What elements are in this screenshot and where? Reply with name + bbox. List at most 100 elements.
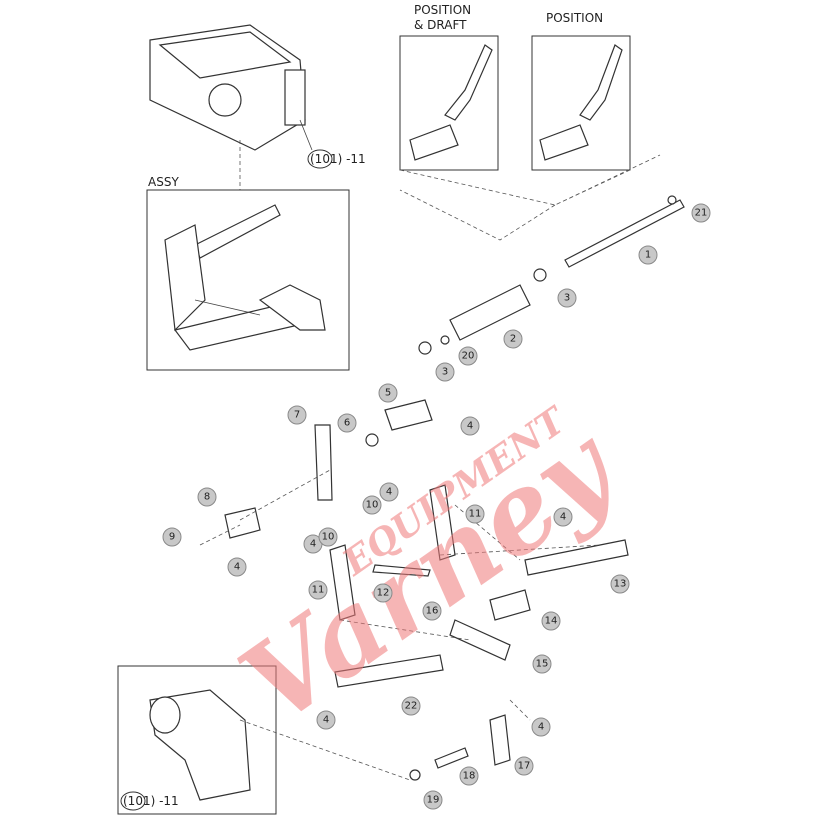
callout-circle: [362, 495, 382, 515]
callout-17: 17: [514, 756, 534, 776]
callout-1: 1: [638, 245, 658, 265]
callout-circle: [638, 245, 658, 265]
callout-number: 12: [377, 588, 390, 599]
position-draft-lever: [409, 44, 493, 161]
callout-number: 5: [385, 388, 391, 399]
callout-circle: [287, 405, 307, 425]
callout-4: 4: [460, 416, 480, 436]
callout-number: 4: [234, 562, 240, 573]
position-draft-label-1: POSITION: [414, 3, 471, 17]
callout-21: 21: [691, 203, 711, 223]
callout-circle: [373, 583, 393, 603]
callout-20: 20: [458, 346, 478, 366]
callout-number: 14: [545, 616, 558, 627]
svg-text:(101) -11: (101) -11: [310, 152, 366, 166]
callout-18: 18: [459, 766, 479, 786]
callout-circle: [458, 346, 478, 366]
callout-number: 13: [614, 579, 627, 590]
callout-11: 11: [465, 504, 485, 524]
callout-circle: [308, 580, 328, 600]
callout-7: 7: [287, 405, 307, 425]
callout-19: 19: [423, 790, 443, 810]
callout-number: 21: [695, 208, 708, 219]
callout-circle: [541, 611, 561, 631]
callout-circle: [423, 790, 443, 810]
callout-circle: [435, 362, 455, 382]
callout-number: 20: [462, 351, 475, 362]
callout-circle: [465, 504, 485, 524]
callout-number: 7: [294, 410, 300, 421]
callout-circle: [460, 416, 480, 436]
callout-number: 15: [536, 659, 549, 670]
shaft: [564, 199, 685, 268]
callout-circle: [401, 696, 421, 716]
callout-number: 4: [467, 421, 473, 432]
callout-number: 10: [366, 500, 379, 511]
position-label: POSITION: [546, 11, 603, 25]
callout-4: 4: [553, 507, 573, 527]
callout-circle: [197, 487, 217, 507]
callout-circle: [162, 527, 182, 547]
detail-box: [117, 665, 277, 815]
callout-number: 4: [386, 487, 392, 498]
position-box: [531, 35, 631, 171]
callout-2: 2: [503, 329, 523, 349]
callout-circle: [337, 413, 357, 433]
callout-circle: [610, 574, 630, 594]
callout-number: 22: [405, 701, 418, 712]
svg-text:(101) -11: (101) -11: [123, 794, 179, 808]
hydraulic-housing: [149, 24, 306, 151]
callout-number: 3: [442, 367, 448, 378]
callout-4: 4: [227, 557, 247, 577]
callout-16: 16: [422, 601, 442, 621]
callout-number: 4: [310, 539, 316, 550]
callout-circle: [553, 507, 573, 527]
callout-number: 2: [510, 334, 516, 345]
callout-number: 4: [538, 722, 544, 733]
callout-circle: [691, 203, 711, 223]
callout-circle: [503, 329, 523, 349]
assy-label: ASSY: [148, 175, 179, 189]
callout-4: 4: [316, 710, 336, 730]
callout-9: 9: [162, 527, 182, 547]
callout-circle: [379, 482, 399, 502]
callout-13: 13: [610, 574, 630, 594]
callout-circle: [459, 766, 479, 786]
ref-top: (101) -11: [307, 149, 366, 169]
callout-22: 22: [401, 696, 421, 716]
callout-10: 10: [362, 495, 382, 515]
position-draft-box: [399, 35, 499, 171]
assy-box: [146, 189, 350, 371]
callout-number: 8: [204, 492, 210, 503]
callout-circle: [227, 557, 247, 577]
callout-number: 16: [426, 606, 439, 617]
callout-number: 1: [645, 250, 651, 261]
sleeve: [449, 284, 531, 341]
callout-3: 3: [557, 288, 577, 308]
callout-4: 4: [379, 482, 399, 502]
callout-number: 4: [323, 715, 329, 726]
callout-number: 17: [518, 761, 531, 772]
assy-drawing: [164, 204, 326, 351]
callout-circle: [318, 527, 338, 547]
callout-circle: [514, 756, 534, 776]
callout-4: 4: [531, 717, 551, 737]
ref-bottom: (101) -11: [120, 791, 179, 811]
callout-number: 3: [564, 293, 570, 304]
callout-circle: [557, 288, 577, 308]
callout-circle: [532, 654, 552, 674]
callout-3: 3: [435, 362, 455, 382]
callout-number: 11: [469, 509, 482, 520]
callout-number: 10: [322, 532, 335, 543]
callout-circle: [378, 383, 398, 403]
watermark: Varney EQUIPMENT: [218, 398, 640, 750]
callout-circle: [316, 710, 336, 730]
callout-circle: [422, 601, 442, 621]
callout-5: 5: [378, 383, 398, 403]
callout-number: 18: [463, 771, 476, 782]
svg-text:Varney: Varney: [218, 400, 640, 750]
callout-10: 10: [318, 527, 338, 547]
callout-14: 14: [541, 611, 561, 631]
